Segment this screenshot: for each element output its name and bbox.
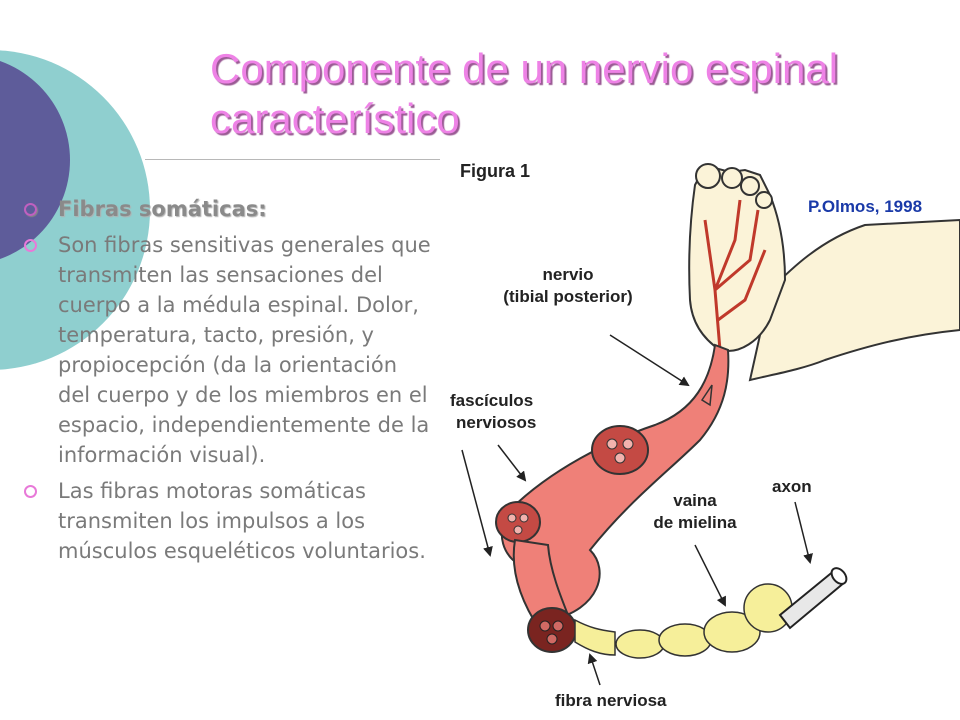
- bullet-item-heading: Fibras somáticas:: [22, 194, 432, 224]
- figure-credit: P.Olmos, 1998: [808, 197, 922, 216]
- leg-shape: [748, 218, 960, 382]
- fascicle-dot: [513, 525, 523, 535]
- label-fiber: fibra nerviosa: [555, 691, 667, 710]
- label-nerve-line1: nervio: [542, 265, 593, 284]
- bullet-item: Las fibras motoras somáticas transmiten …: [22, 476, 432, 566]
- toe-shape: [740, 176, 760, 196]
- fascicle-dot: [606, 438, 618, 450]
- bullet-list: Fibras somáticas: Son fibras sensitivas …: [22, 194, 432, 572]
- purple-circle: [0, 61, 70, 259]
- label-sheath-line1: vaina: [673, 491, 717, 510]
- label-axon: axon: [772, 477, 812, 496]
- fascicle-cross-section: [527, 607, 577, 653]
- fascicle-dot: [614, 452, 626, 464]
- fascicle-dot: [519, 513, 529, 523]
- nerve-branches: [703, 199, 767, 351]
- nerve-side-branch: [700, 384, 713, 407]
- arrow-fascicles-upper: [497, 444, 527, 482]
- foot-shape: [688, 166, 787, 352]
- bullet-text: Fibras somáticas:: [58, 197, 267, 221]
- arrow-fascicles-lower: [461, 449, 493, 557]
- title-divider: [145, 159, 440, 160]
- title-line-1: Componente de un nervio espinal: [210, 45, 839, 92]
- arrow-axon: [794, 501, 813, 564]
- label-fascicles-line1: fascículos: [450, 391, 533, 410]
- arrow-sheath: [694, 544, 726, 607]
- fascicle-cross-section: [591, 425, 649, 475]
- fascicle-dot: [622, 438, 634, 450]
- label-nerve-line2: (tibial posterior): [503, 287, 632, 306]
- myelin-sheath: [574, 618, 616, 656]
- label-sheath-line2: de mielina: [653, 513, 737, 532]
- title-line-2: característico: [210, 95, 460, 142]
- myelin-segment: [658, 623, 712, 657]
- toe-shape: [721, 167, 743, 189]
- myelin-segment: [703, 611, 761, 653]
- toe-shape: [755, 191, 773, 209]
- bullet-ring-icon: [24, 485, 37, 498]
- axon-end: [830, 567, 848, 585]
- bullet-ring-icon: [24, 203, 37, 216]
- myelin-segment: [743, 583, 793, 633]
- bullet-ring-icon: [24, 239, 37, 252]
- slide-title: Componente de un nervio espinal caracter…: [210, 44, 930, 144]
- fascicle-dot: [539, 620, 551, 632]
- myelin-segment: [615, 629, 665, 659]
- bullet-text: Las fibras motoras somáticas transmiten …: [58, 479, 426, 563]
- figure-title: Figura 1: [460, 161, 530, 181]
- fascicle-dot: [546, 633, 558, 645]
- decorative-circles: [0, 50, 150, 370]
- fascicle-dot: [507, 513, 517, 523]
- arrow-nerve: [609, 334, 690, 387]
- label-fascicles-line2: nerviosos: [456, 413, 536, 432]
- toe-shape: [695, 163, 721, 189]
- nerve-illustration: Figura 1 P.Olmos, 1998 nervio (tibial po…: [450, 161, 960, 710]
- fascicle-dot: [552, 620, 564, 632]
- bullet-item: Son fibras sensitivas generales que tran…: [22, 230, 432, 470]
- bullet-text: Son fibras sensitivas generales que tran…: [58, 233, 431, 467]
- fascicle-cross-section: [495, 501, 541, 543]
- arrow-fiber: [587, 653, 601, 686]
